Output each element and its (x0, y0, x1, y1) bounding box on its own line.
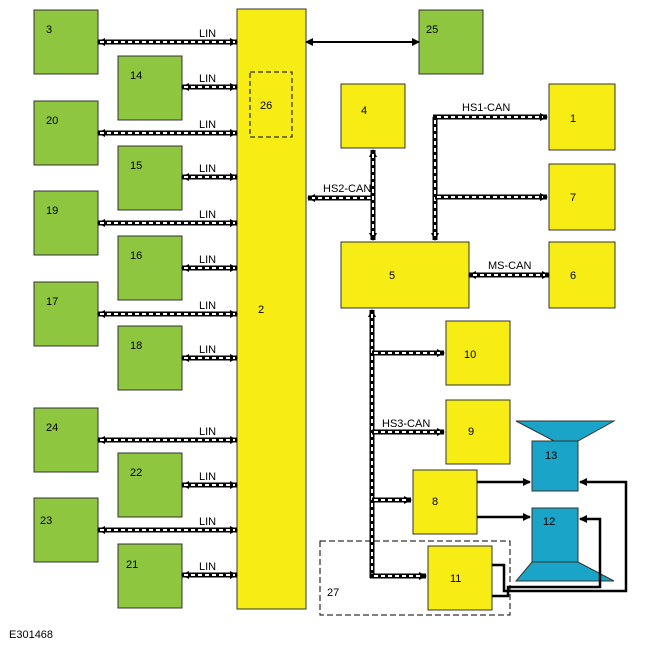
module-1-box (548, 83, 616, 151)
module-12-label: 12 (543, 516, 555, 528)
lin-label-23: LIN (199, 516, 216, 528)
module-7-box (548, 163, 616, 231)
module-3-box (33, 9, 99, 75)
module-2-label: 2 (258, 304, 264, 316)
module-26-box (249, 71, 293, 138)
module-2-box (236, 8, 307, 610)
module-14-label: 14 (130, 70, 142, 82)
module-8-label: 8 (432, 496, 438, 508)
module-4-label: 4 (361, 105, 367, 117)
module-20-box (33, 100, 99, 166)
module-11-box (427, 545, 493, 611)
module-15-label: 15 (130, 160, 142, 172)
module-9-label: 9 (468, 426, 474, 438)
module-17-box (33, 281, 99, 347)
module-19-box (33, 190, 99, 256)
module-3-label: 3 (46, 24, 52, 36)
module-8-box (412, 469, 478, 535)
lin-label-14: LIN (199, 73, 216, 85)
module-25-label: 25 (426, 24, 438, 36)
module-23-box (33, 497, 99, 563)
hs3-can-label: HS3-CAN (382, 418, 430, 430)
ms-can-label: MS-CAN (488, 260, 531, 272)
lin-label-20: LIN (199, 119, 216, 131)
module-20-label: 20 (46, 115, 58, 127)
module-5-box (340, 241, 470, 309)
module-4-box (340, 83, 406, 149)
module-27-label: 27 (327, 587, 339, 599)
module-15-box (117, 145, 183, 211)
lin-label-22: LIN (199, 471, 216, 483)
module-1-label: 1 (570, 113, 576, 125)
module-6-box (548, 241, 616, 309)
module-16-label: 16 (130, 250, 142, 262)
hs1-can-bus (431, 113, 548, 241)
module-5-label: 5 (389, 270, 395, 282)
module-19-label: 19 (46, 205, 58, 217)
lin-label-15: LIN (199, 163, 216, 175)
module-21-box (117, 543, 183, 609)
module-10-label: 10 (464, 349, 476, 361)
module-27-box (319, 540, 511, 616)
amp-8-speaker-links (477, 478, 531, 521)
module-23-label: 23 (40, 515, 52, 527)
module-14-box (117, 55, 183, 121)
lin-label-21: LIN (199, 561, 216, 573)
amp-11-speaker-links (492, 478, 628, 598)
module-24-label: 24 (46, 422, 58, 434)
lin-links-outer (97, 38, 238, 534)
lin-label-17: LIN (199, 300, 216, 312)
lin-label-24: LIN (199, 426, 216, 438)
lin-label-16: LIN (199, 254, 216, 266)
lin-label-18: LIN (199, 344, 216, 356)
module-10-box (445, 320, 511, 386)
module-18-box (117, 325, 183, 391)
figure-id: E301468 (9, 629, 53, 641)
module-7-label: 7 (570, 192, 576, 204)
module-11-label: 11 (450, 573, 461, 585)
hs3-can-bus (368, 309, 445, 580)
module-21-label: 21 (126, 559, 138, 571)
module-9-box (445, 399, 511, 465)
module-17-label: 17 (46, 296, 58, 308)
module-13-label: 13 (545, 450, 557, 462)
module-16-box (117, 235, 183, 301)
module-24-box (33, 407, 99, 473)
module-6-label: 6 (570, 270, 576, 282)
module-18-label: 18 (130, 340, 142, 352)
module-25-box (418, 9, 484, 75)
lin-links-inner (181, 83, 238, 579)
speaker-13: 13 (515, 420, 616, 492)
lin-label-3: LIN (199, 28, 216, 40)
module-22-label: 22 (130, 467, 142, 479)
module-22-box (117, 452, 183, 518)
hs2-can-bus (307, 149, 377, 241)
hs2-can-label: HS2-CAN (323, 183, 371, 195)
speaker-12: 12 (514, 507, 615, 582)
hs1-can-label: HS1-CAN (462, 102, 510, 114)
lin-label-19: LIN (199, 209, 216, 221)
module-26-label: 26 (260, 100, 272, 112)
